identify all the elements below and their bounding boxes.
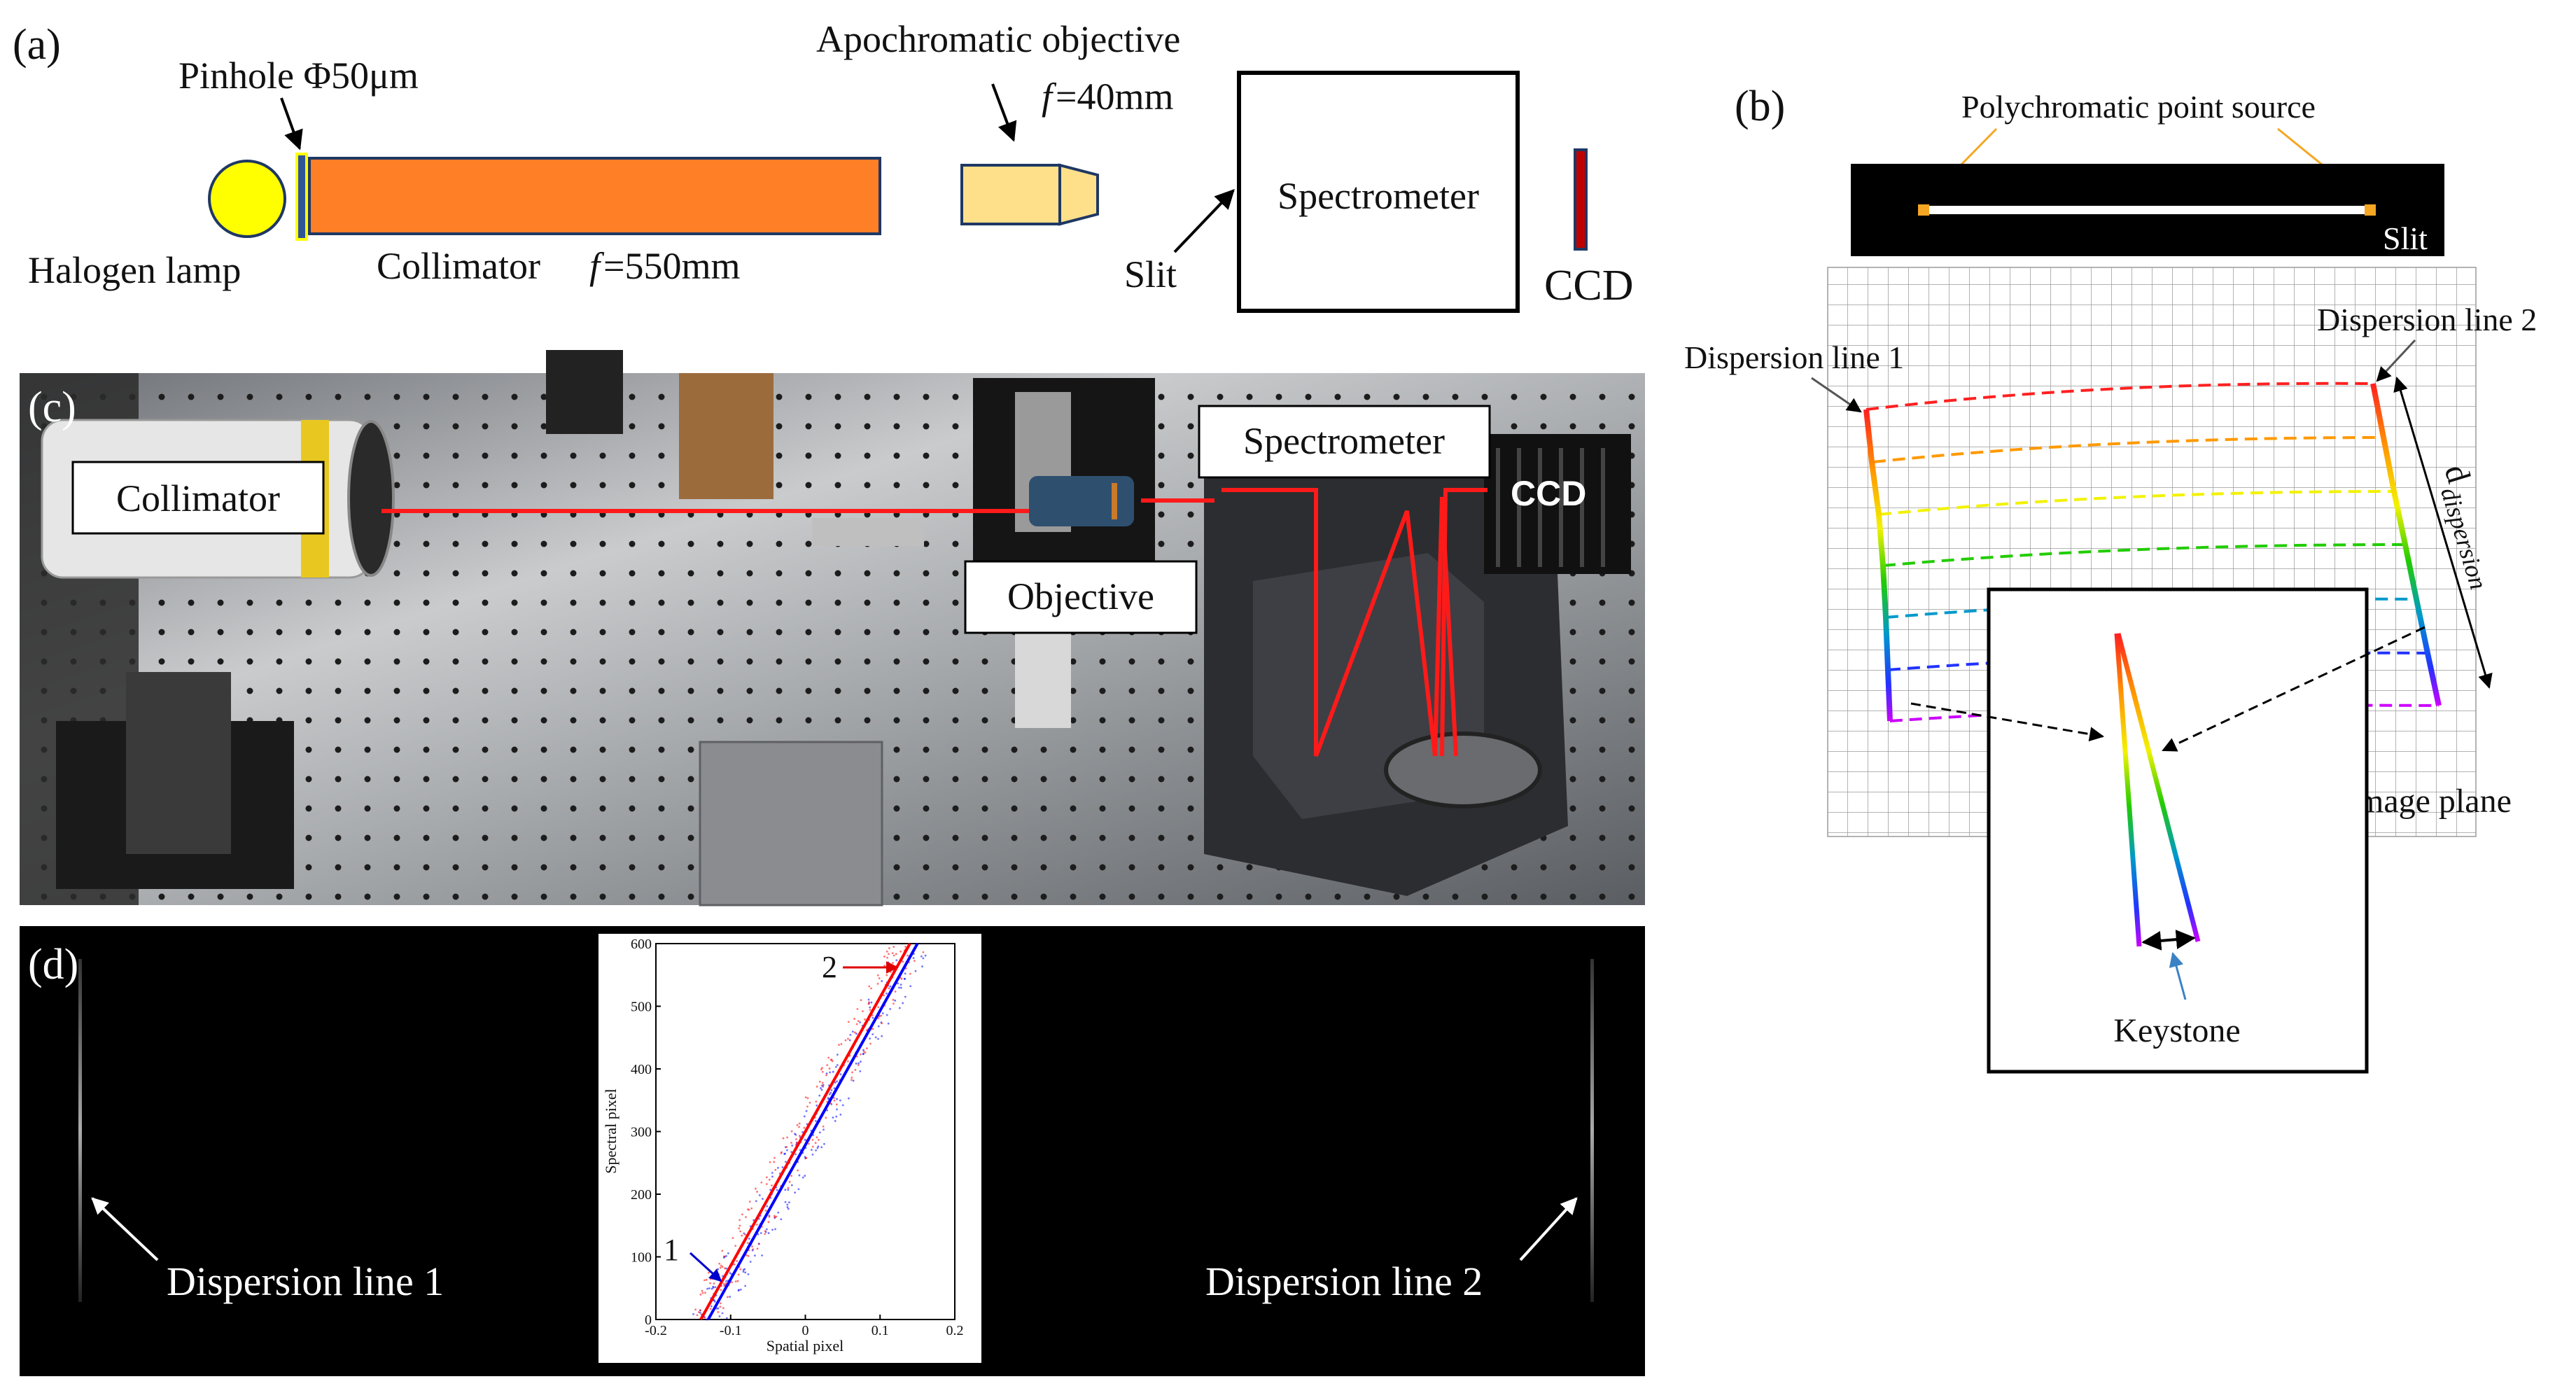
ccd-icon bbox=[1574, 148, 1588, 251]
slit-box-label: Slit bbox=[2383, 220, 2428, 256]
wood-block bbox=[679, 373, 774, 499]
panel-a-label: (a) bbox=[13, 21, 61, 69]
inset-xtick-label: 0.2 bbox=[946, 1323, 964, 1338]
collimator-focal-symbol: f bbox=[589, 245, 605, 287]
inset-ylabel: Spectral pixel bbox=[602, 1088, 620, 1174]
dispersion-line-1-arrow bbox=[1811, 377, 1862, 413]
objective-photo-label: Objective bbox=[1007, 575, 1154, 617]
halogen-lamp-icon bbox=[208, 160, 286, 238]
trace-2-label: Dispersion line 2 bbox=[1205, 1259, 1483, 1304]
inset-xtick-label: 0.1 bbox=[872, 1323, 889, 1338]
slit-label: Slit bbox=[1124, 253, 1177, 295]
inset-ytick-label: 600 bbox=[631, 937, 652, 952]
inset-xtick-label: -0.1 bbox=[720, 1323, 742, 1338]
panel-d-label: (d) bbox=[28, 941, 78, 988]
dispersion-line-1 bbox=[1863, 409, 1893, 722]
inset-ytick-label: 100 bbox=[631, 1250, 652, 1266]
inset-ytick-label: 400 bbox=[631, 1062, 652, 1077]
spectrometer-tag bbox=[1198, 405, 1491, 479]
dispersion-line-2-trace bbox=[1590, 959, 1594, 1302]
keystone-line-1 bbox=[2114, 633, 2142, 947]
objective-body bbox=[960, 164, 1061, 225]
inset-ticks: -0.2 -0.1 0 0.1 0.2 0 100 200 300 400 500 600 bbox=[631, 937, 964, 1338]
spectrometer-photo-label: Spectrometer bbox=[1243, 420, 1445, 462]
ccd-label: CCD bbox=[1544, 262, 1633, 309]
inset-ytick-label: 200 bbox=[631, 1187, 652, 1203]
collimator-post bbox=[126, 672, 231, 854]
keystone-width-arrow bbox=[2141, 930, 2196, 951]
collimator-focal-value: =550mm bbox=[603, 245, 740, 287]
inset-fit-line-1 bbox=[706, 943, 919, 1320]
point-source-label: Polychromatic point source bbox=[1961, 89, 2316, 125]
inset-marker-1: 1 bbox=[664, 1233, 679, 1267]
objective-arrow bbox=[991, 83, 1017, 142]
inset-marker-2: 2 bbox=[822, 950, 837, 984]
keystone-label-arrow bbox=[2169, 951, 2187, 1000]
trace-1-label: Dispersion line 1 bbox=[167, 1259, 444, 1304]
spectrometer-label: Spectrometer bbox=[1278, 175, 1479, 217]
collimator-photo-label: Collimator bbox=[116, 477, 280, 519]
point-source-right-icon bbox=[2365, 204, 2376, 216]
ccd-photo-label: CCD bbox=[1511, 474, 1586, 513]
ccd-heatsink bbox=[1496, 448, 1605, 567]
dispersion-line-1-trace bbox=[78, 959, 82, 1302]
panel-c: Collimator Spectrometer Objective CCD (c… bbox=[20, 350, 1645, 906]
objective-tag bbox=[964, 560, 1198, 634]
spectrometer-knob bbox=[1384, 732, 1542, 808]
dispersion-line-1-label: Dispersion line 1 bbox=[1684, 340, 1904, 375]
inset-plot-area bbox=[655, 943, 955, 1321]
objective-focal-symbol: f bbox=[1042, 76, 1057, 118]
beam-path bbox=[382, 488, 1488, 757]
inset-xtick-label: -0.2 bbox=[645, 1323, 667, 1338]
keystone-label: Keystone bbox=[2113, 1012, 2240, 1049]
d-dispersion-arrow bbox=[2393, 376, 2493, 690]
pinhole-icon bbox=[295, 153, 308, 241]
objective-ring bbox=[1112, 483, 1117, 519]
trace-1-arrow bbox=[91, 1197, 159, 1261]
collimator-tube bbox=[308, 157, 881, 235]
image-plane-label: Image plane bbox=[2346, 783, 2512, 820]
halogen-lamp-label: Halogen lamp bbox=[28, 249, 241, 291]
keystone-pointer-left bbox=[1910, 702, 2105, 742]
inset-fit-line-2 bbox=[699, 943, 911, 1320]
panel-a: (a) Pinhole Φ50μm Halogen lamp Collimato… bbox=[13, 18, 1633, 313]
pinhole-arrow bbox=[280, 97, 303, 150]
keystone-pointer-right bbox=[2162, 626, 2426, 752]
point-source-left-icon bbox=[1918, 204, 1929, 216]
collimator-label: Collimator bbox=[377, 245, 540, 287]
keystone-inset bbox=[1987, 587, 2369, 1074]
slit-arrow bbox=[1173, 188, 1235, 253]
dispersion-line-2-arrow bbox=[2376, 339, 2416, 382]
collimator-aperture bbox=[347, 420, 395, 577]
panel-b: (b) Polychromatic point source Slit Disp… bbox=[1684, 83, 2537, 1074]
inset-chart bbox=[598, 934, 981, 1363]
inset-ytick-label: 300 bbox=[631, 1125, 652, 1140]
collimator-tag bbox=[71, 461, 325, 535]
table-clamp bbox=[546, 350, 623, 434]
trace-2-arrow bbox=[1519, 1197, 1578, 1261]
inset-xtick-label: 0 bbox=[802, 1323, 809, 1338]
dispersion-line-2-label: Dispersion line 2 bbox=[2317, 302, 2537, 337]
objective-label: Apochromatic objective bbox=[816, 18, 1180, 60]
objective-lens bbox=[1029, 476, 1134, 526]
keystone-line-2 bbox=[2115, 633, 2201, 942]
inset-marker-1-arrow bbox=[689, 1252, 722, 1282]
objective-tip bbox=[1058, 163, 1099, 226]
pinhole-label: Pinhole Φ50μm bbox=[178, 55, 419, 97]
base-plate bbox=[699, 741, 883, 906]
panel-d: (d) Dispersion line 1 Dispersion line 2 … bbox=[20, 926, 1645, 1376]
objective-focal-value: =40mm bbox=[1056, 76, 1173, 118]
panel-c-label: (c) bbox=[28, 384, 76, 431]
inset-ytick-label: 0 bbox=[645, 1312, 652, 1328]
panel-b-label: (b) bbox=[1735, 83, 1785, 130]
inset-xlabel: Spatial pixel bbox=[766, 1337, 844, 1354]
micrometer bbox=[812, 518, 924, 546]
spectrometer-box bbox=[1237, 71, 1520, 313]
ccd-camera bbox=[1484, 434, 1631, 574]
inset-ytick-label: 500 bbox=[631, 1000, 652, 1015]
